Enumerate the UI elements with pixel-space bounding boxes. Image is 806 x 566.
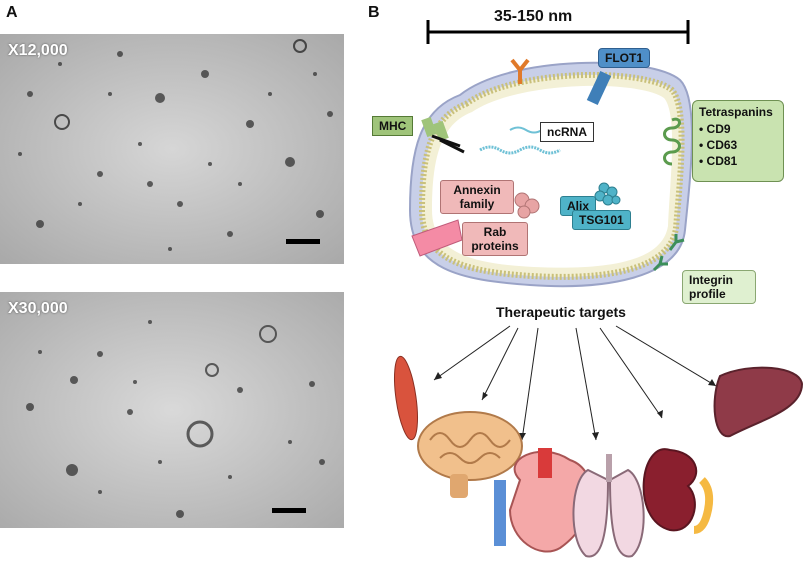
tetraspanins-title: Tetraspanins bbox=[699, 105, 773, 119]
tem-image-30000: X30,000 bbox=[0, 292, 344, 528]
size-range-label: 35-150 nm bbox=[494, 8, 573, 25]
flot1-protein-icon bbox=[586, 70, 612, 106]
tem-particles-12000 bbox=[0, 34, 344, 264]
magnification-label-30000: X30,000 bbox=[8, 300, 68, 317]
tetraspanin-item: CD81 bbox=[699, 153, 777, 169]
brain-icon bbox=[417, 411, 523, 498]
receptor-icon bbox=[510, 58, 530, 84]
heart-icon bbox=[494, 448, 593, 553]
arrowheads bbox=[434, 372, 716, 440]
ncrna-strand-small-icon bbox=[509, 126, 543, 134]
tem-particles-30000 bbox=[0, 292, 344, 528]
annexin-label: Annexin family bbox=[440, 180, 514, 214]
size-range-bracket bbox=[426, 20, 690, 44]
muscle-icon bbox=[394, 355, 418, 441]
lungs-icon bbox=[572, 454, 645, 558]
tetraspanin-coil-icon bbox=[663, 117, 681, 166]
therapeutic-targets-title: Therapeutic targets bbox=[496, 304, 626, 320]
magnification-label-12000: X12,000 bbox=[8, 42, 68, 59]
kidney-icon bbox=[642, 448, 714, 534]
panel-a-letter: A bbox=[6, 4, 18, 21]
rab-label: Rab proteins bbox=[462, 222, 528, 256]
integrin-label: Integrin profile bbox=[682, 270, 756, 304]
mhc-protein-icon bbox=[421, 116, 465, 154]
tetraspanins-box: Tetraspanins CD9 CD63 CD81 bbox=[692, 100, 784, 182]
target-arrows bbox=[433, 325, 717, 441]
tetraspanin-item: CD63 bbox=[699, 137, 777, 153]
scale-bar-12000 bbox=[286, 239, 320, 244]
liver-icon bbox=[713, 366, 804, 438]
panel-b-letter: B bbox=[368, 4, 380, 21]
tetraspanins-list: CD9 CD63 CD81 bbox=[699, 121, 777, 169]
ncrna-strand-icon bbox=[479, 145, 561, 155]
tem-image-12000: X12,000 bbox=[0, 34, 344, 264]
ncrna-label: ncRNA bbox=[540, 122, 595, 142]
tsg101-label: TSG101 bbox=[572, 210, 631, 230]
flot1-label: FLOT1 bbox=[598, 48, 650, 68]
tetraspanin-item: CD9 bbox=[699, 121, 777, 137]
mhc-label: MHC bbox=[372, 116, 414, 136]
integrin-receptor-icon bbox=[652, 234, 685, 272]
alix-spheres-icon bbox=[594, 182, 621, 206]
scale-bar-30000 bbox=[272, 508, 306, 513]
annexin-spheres-icon bbox=[514, 192, 540, 219]
